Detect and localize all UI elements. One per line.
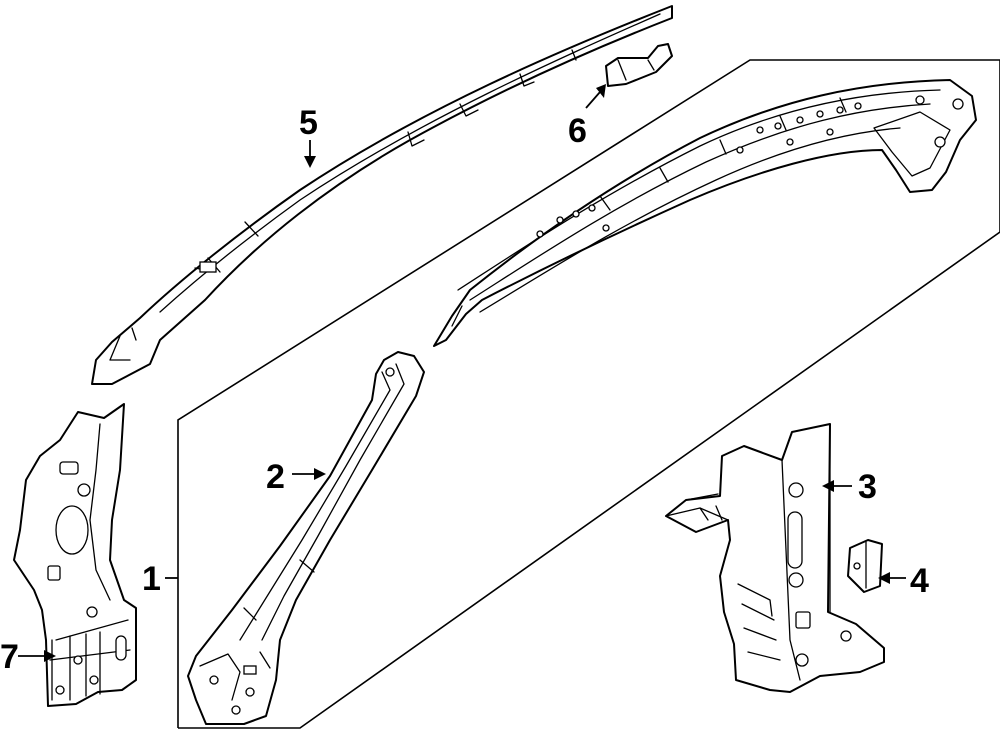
callout-2-label: 2: [266, 458, 285, 496]
inner-roof-panel-part: [433, 79, 977, 347]
b-pillar-panel-part: [665, 423, 885, 693]
hinge-pillar-part: [13, 403, 137, 707]
callout-7-label: 7: [0, 638, 19, 676]
callout-2-arrow: [314, 468, 326, 480]
a-pillar-reinforcement-part: [187, 351, 425, 725]
callout-5-label: 5: [299, 104, 318, 142]
callout-3-arrow: [822, 480, 834, 492]
callout-4-arrow: [878, 572, 890, 584]
callout-1-label: 1: [142, 560, 161, 598]
callout-6-leader: [585, 91, 601, 109]
callout-5-arrow: [304, 156, 316, 168]
roof-rail-part: [91, 5, 673, 385]
callout-4-label: 4: [910, 562, 929, 600]
callout-6-arrow: [596, 84, 606, 98]
callout-6-label: 6: [568, 112, 587, 150]
rail-bracket-part: [605, 43, 673, 87]
assembly-frame: [177, 59, 1000, 729]
callout-3-label: 3: [858, 468, 877, 506]
callout-7-arrow: [44, 650, 56, 662]
small-bracket-part: [847, 539, 883, 593]
